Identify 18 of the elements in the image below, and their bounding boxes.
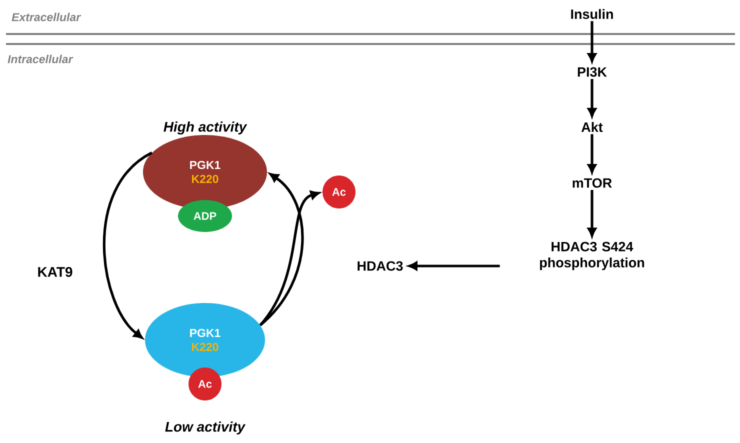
arrow xyxy=(408,262,500,270)
pathway-label: HDAC3 xyxy=(358,261,403,271)
compartment-label: Intracellular xyxy=(8,54,74,64)
arrow xyxy=(259,173,304,326)
compartment-label: Extracellular xyxy=(12,12,82,22)
pathway-label: HDAC3 S424 phosphorylation xyxy=(540,242,644,270)
arrow xyxy=(259,190,320,326)
activity-label: Low activity xyxy=(165,421,246,434)
arrow xyxy=(588,21,596,62)
pathway-label: mTOR xyxy=(572,178,612,188)
arrow xyxy=(102,152,153,339)
arrow xyxy=(588,134,596,174)
pathway-label: PI3K xyxy=(578,67,607,77)
arrow xyxy=(588,190,596,237)
pathway-label: Insulin xyxy=(571,9,613,19)
edge-label: KAT9 xyxy=(38,267,72,277)
pathway-label: Akt xyxy=(581,122,603,132)
arrow xyxy=(588,78,596,117)
